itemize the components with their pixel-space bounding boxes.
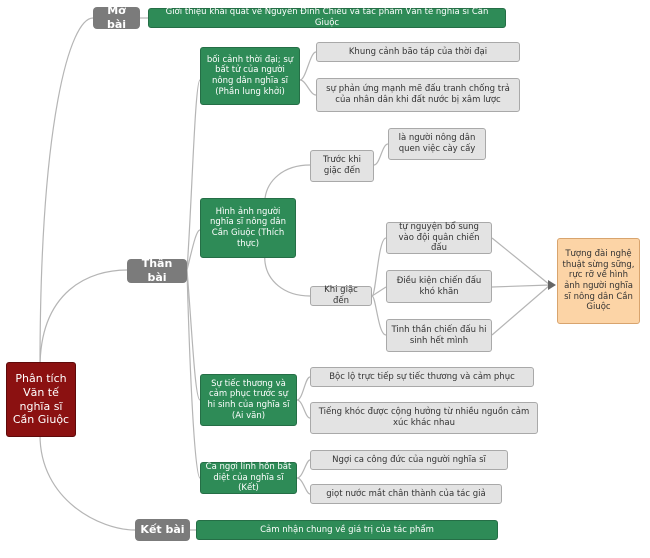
mo-bai-topic[interactable]: Giới thiệu khái quát về Nguyễn Đình Chiể… <box>148 7 506 28</box>
tuong-dai-node[interactable]: Tượng đài nghệ thuật sừng sững, rực rỡ v… <box>557 238 640 324</box>
link-sutiec-2 <box>296 399 311 419</box>
boi-canh-child-2[interactable]: sự phản ứng mạnh mẽ đấu tranh chống trả … <box>316 78 520 112</box>
convergence-arrow-icon <box>548 280 556 290</box>
ca-ngoi-node[interactable]: Ca ngợi linh hồn bất diệt của nghĩa sĩ (… <box>200 462 297 494</box>
khi-child-1[interactable]: tự nguyện bổ sung vào đội quân chiến đấu <box>386 222 492 254</box>
link-boicanh-2 <box>299 79 317 96</box>
link-root-thanbai <box>39 269 128 369</box>
boi-canh-child-1[interactable]: Khung cảnh bão táp của thời đại <box>316 42 520 62</box>
hinh-anh-node[interactable]: Hình ảnh người nghĩa sĩ nông dân Cần Giu… <box>200 198 296 258</box>
link-truoc-1 <box>373 143 389 166</box>
link-converge-1 <box>491 237 551 286</box>
truoc-child-1[interactable]: là người nông dân quen việc cày cấy <box>388 128 486 160</box>
link-thanbai-hinhanh <box>186 229 201 271</box>
link-boicanh-1 <box>299 51 317 81</box>
link-root-mobai <box>39 17 94 369</box>
link-cangoi-1 <box>296 459 311 479</box>
khi-child-2[interactable]: Điều kiện chiến đấu khó khăn <box>386 270 492 303</box>
ket-bai-topic[interactable]: Cảm nhận chung về giá trị của tác phẩm <box>196 520 498 540</box>
khi-child-3[interactable]: Tinh thần chiến đấu hi sinh hết mình <box>386 319 492 352</box>
link-sutiec-1 <box>296 376 311 401</box>
su-tiec-child-1[interactable]: Bộc lộ trực tiếp sự tiếc thương và cảm p… <box>310 367 534 387</box>
link-khi-1 <box>371 237 387 297</box>
link-khi-3 <box>371 295 387 336</box>
link-cangoi-2 <box>296 477 311 495</box>
ca-ngoi-child-2[interactable]: giọt nước mắt chân thành của tác giả <box>310 484 502 504</box>
root-label: Phân tích Văn tế nghĩa sĩ Cần Giuộc <box>12 372 70 427</box>
link-thanbai-boicanh <box>186 79 201 271</box>
su-tiec-node[interactable]: Sự tiếc thương và cảm phục trước sự hi s… <box>200 374 297 426</box>
link-converge-2 <box>491 284 551 288</box>
link-khi-2 <box>371 286 387 297</box>
link-thanbai-sutiec <box>186 269 201 401</box>
link-converge-3 <box>491 284 551 336</box>
section-than-bai[interactable]: Thân bài <box>127 257 187 284</box>
khi-giac-den-node[interactable]: Khi giặc đến <box>310 285 372 306</box>
link-root-ketbai <box>39 434 136 531</box>
section-ket-bai[interactable]: Kết bài <box>135 519 190 541</box>
link-thanbai-cangoi <box>186 269 201 479</box>
section-mo-bai[interactable]: Mở bài <box>93 4 140 31</box>
ca-ngoi-child-1[interactable]: Ngợi ca công đức của người nghĩa sĩ <box>310 450 508 470</box>
root-node[interactable]: Phân tích Văn tế nghĩa sĩ Cần Giuộc <box>6 362 76 437</box>
boi-canh-node[interactable]: bối cảnh thời đại; sự bất tử của người n… <box>200 47 300 105</box>
truoc-khi-giac-den-node[interactable]: Trước khi giặc đến <box>310 150 374 182</box>
su-tiec-child-2[interactable]: Tiếng khóc được cộng hưởng từ nhiều nguồ… <box>310 402 538 434</box>
